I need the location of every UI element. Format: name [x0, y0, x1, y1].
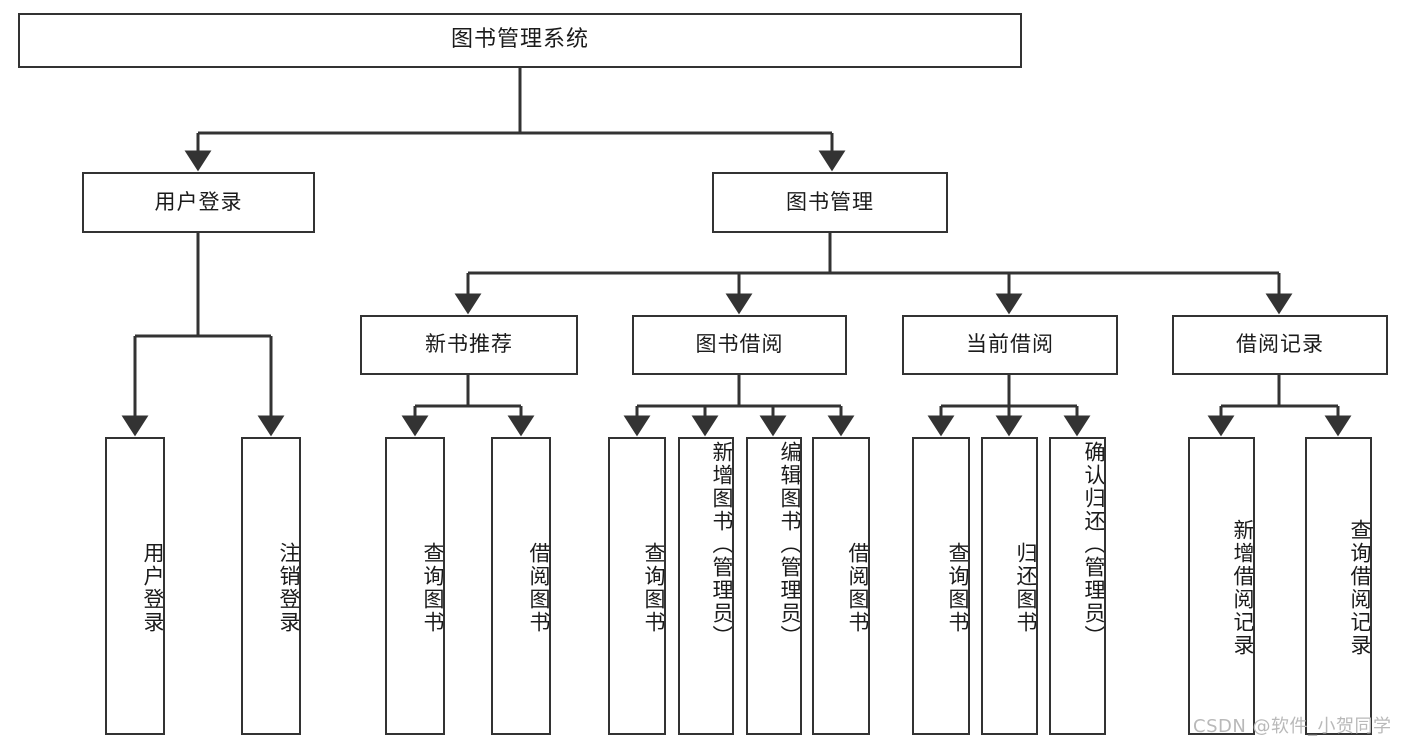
node-book-management-label: 图书管理 [786, 189, 874, 214]
leaf-borrow-record-add[interactable]: 新增借阅记录 [1188, 437, 1255, 735]
node-root-label: 图书管理系统 [450, 27, 589, 53]
leaf-user-login-login[interactable]: 用户登录 [105, 437, 165, 735]
node-current-borrow-label: 当前借阅 [966, 332, 1054, 357]
leaf-label: 查询图书 [642, 542, 666, 634]
leaf-label: 查询图书 [946, 542, 970, 634]
leaf-current-borrow-query[interactable]: 查询图书 [912, 437, 970, 735]
leaf-book-borrow-query[interactable]: 查询图书 [608, 437, 666, 735]
leaf-new-book-query[interactable]: 查询图书 [385, 437, 445, 735]
node-new-book-recommend-label: 新书推荐 [425, 332, 513, 357]
node-borrow-record-label: 借阅记录 [1236, 332, 1324, 357]
node-user-login[interactable]: 用户登录 [82, 172, 315, 233]
leaf-label: 注销登录 [277, 542, 301, 634]
leaf-label: 查询图书 [421, 542, 445, 634]
node-borrow-record[interactable]: 借阅记录 [1172, 315, 1388, 375]
leaf-new-book-borrow[interactable]: 借阅图书 [491, 437, 551, 735]
leaf-book-borrow-borrow[interactable]: 借阅图书 [812, 437, 870, 735]
leaf-label: 新增借阅记录 [1231, 519, 1255, 657]
node-book-borrow-label: 图书借阅 [695, 332, 784, 357]
leaf-label: 编辑图书（管理员） [778, 441, 802, 648]
leaf-book-borrow-edit[interactable]: 编辑图书（管理员） [746, 437, 802, 735]
leaf-label: 新增图书（管理员） [710, 441, 734, 648]
leaf-book-borrow-add[interactable]: 新增图书（管理员） [678, 437, 734, 735]
node-current-borrow[interactable]: 当前借阅 [902, 315, 1118, 375]
node-book-management[interactable]: 图书管理 [712, 172, 948, 233]
leaf-current-borrow-confirm[interactable]: 确认归还（管理员） [1049, 437, 1106, 735]
leaf-label: 用户登录 [141, 542, 165, 634]
node-root[interactable]: 图书管理系统 [18, 13, 1022, 68]
node-book-borrow[interactable]: 图书借阅 [632, 315, 847, 375]
leaf-label: 借阅图书 [846, 542, 870, 634]
leaf-borrow-record-query[interactable]: 查询借阅记录 [1305, 437, 1372, 735]
leaf-current-borrow-return[interactable]: 归还图书 [981, 437, 1038, 735]
leaf-label: 借阅图书 [527, 542, 551, 634]
leaf-label: 确认归还（管理员） [1082, 441, 1106, 648]
node-user-login-label: 用户登录 [154, 189, 243, 214]
leaf-user-login-logout[interactable]: 注销登录 [241, 437, 301, 735]
leaf-label: 归还图书 [1014, 542, 1038, 634]
leaf-label: 查询借阅记录 [1348, 519, 1372, 657]
node-new-book-recommend[interactable]: 新书推荐 [360, 315, 578, 375]
